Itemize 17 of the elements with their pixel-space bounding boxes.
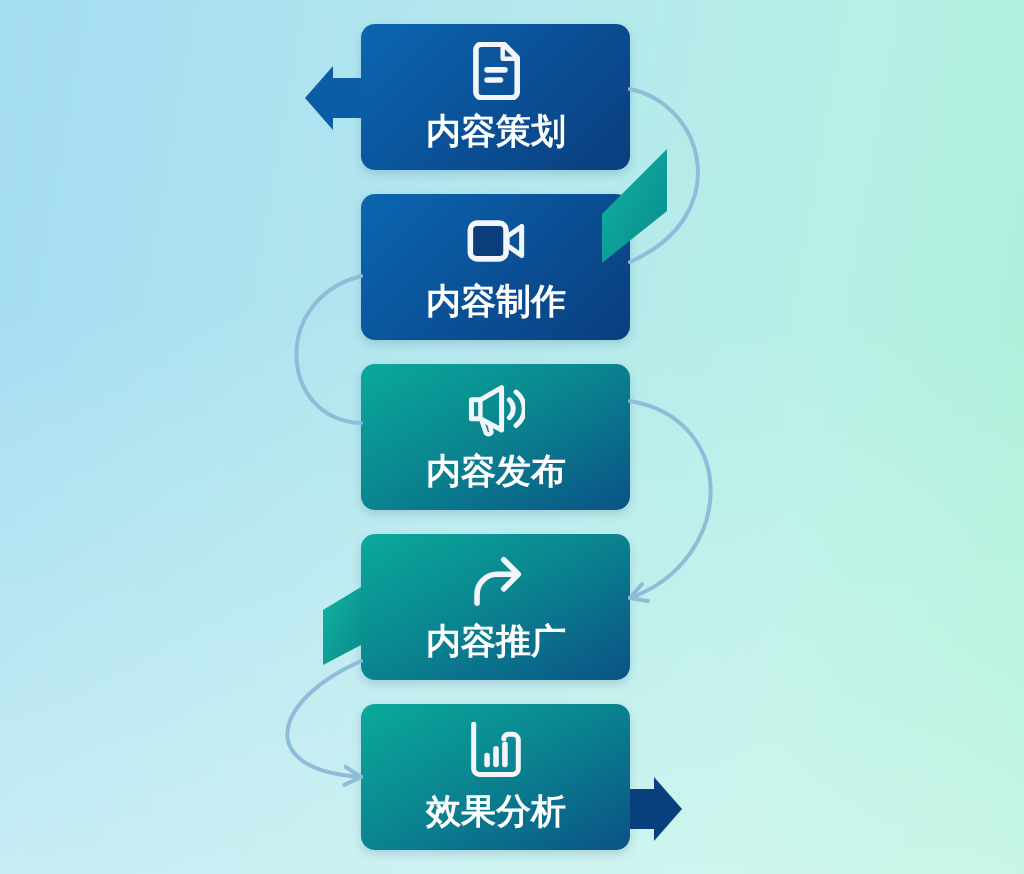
process-box: [361, 24, 630, 170]
step-label: 内容制作: [425, 280, 566, 322]
process-box: [361, 364, 630, 510]
curved-connector: [628, 87, 700, 264]
ribbon-fold: [602, 149, 667, 263]
step-label: 内容策划: [425, 110, 566, 152]
step-label: 内容推广: [425, 620, 566, 662]
step-label: 内容发布: [425, 450, 566, 492]
block-arrow: [630, 777, 682, 841]
block-arrow: [305, 66, 361, 130]
curved-arrow: [285, 659, 363, 786]
step-label: 效果分析: [425, 790, 566, 832]
process-box: [361, 194, 630, 340]
curved-connector: [294, 274, 363, 425]
ribbon-fold: [323, 587, 361, 665]
curved-arrow: [628, 399, 713, 602]
process-box: [361, 704, 630, 850]
